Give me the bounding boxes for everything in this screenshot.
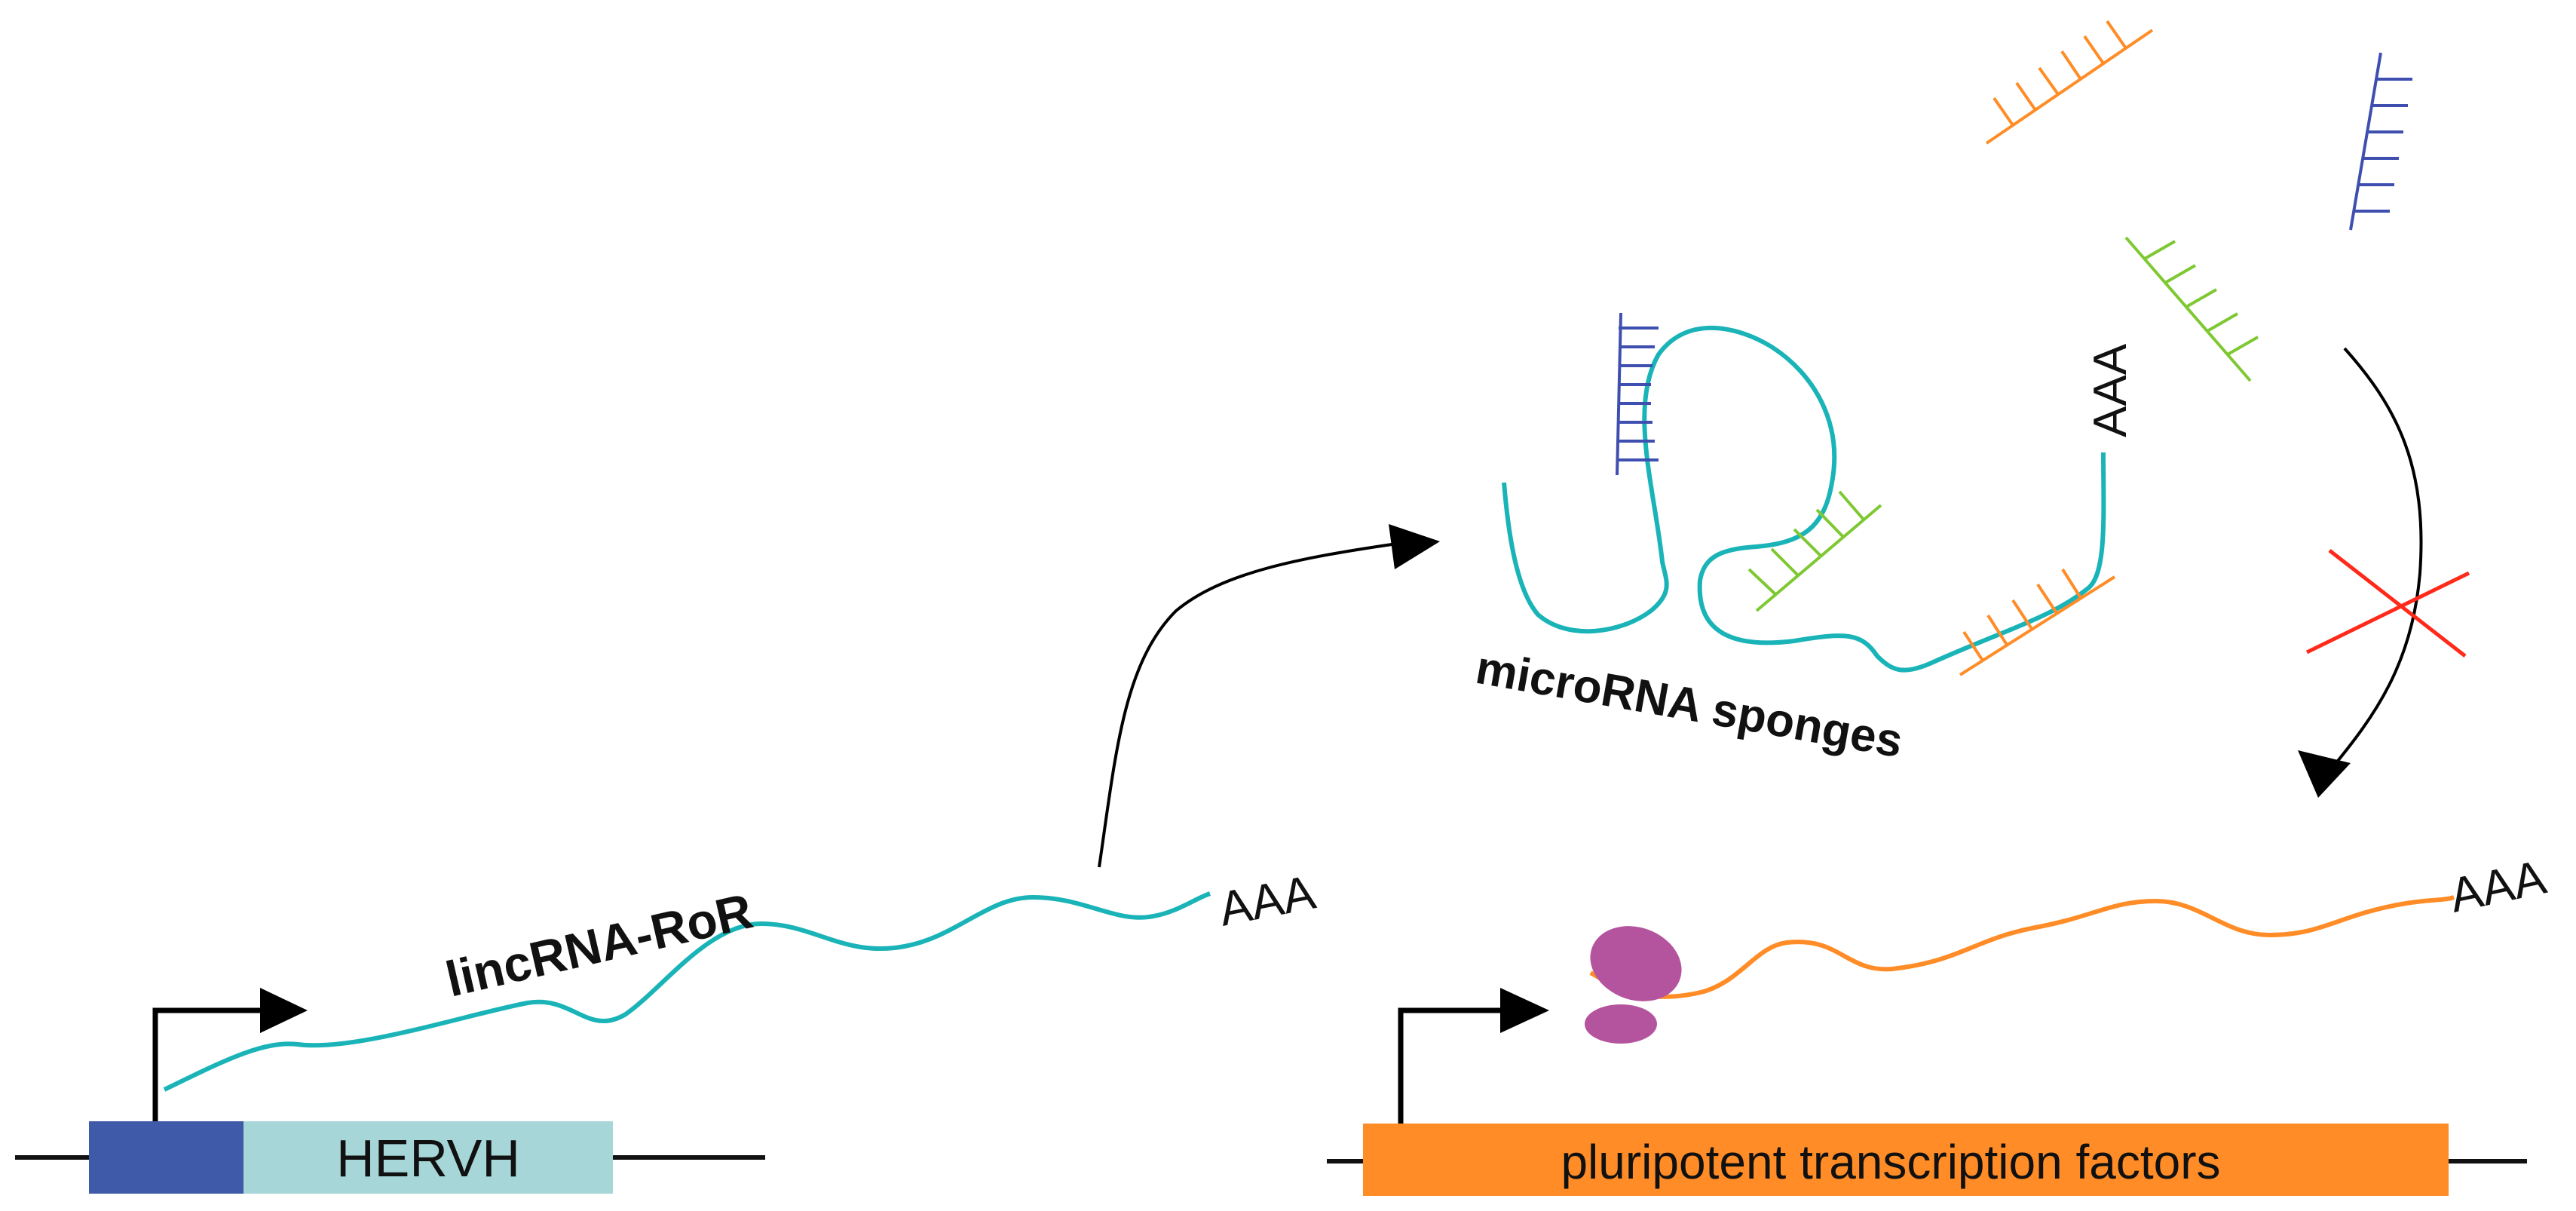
curved-arrow-head [1389,524,1440,569]
ribosome-icon [1585,926,1682,1044]
poly-a-right: AAA [2445,850,2551,923]
free-mirna-orange [1985,20,2154,145]
bound-mirna-orange [1959,568,2116,676]
free-mirna-blue [2349,52,2412,231]
poly-a-left: AAA [1214,865,1320,937]
right-gene: pluripotent transcription factors [1327,988,2527,1196]
free-mirna-green [2124,236,2259,382]
poly-a-sponge: AAA [2084,343,2136,437]
blocked-arrow [2329,347,2423,771]
tf-gene-block [1363,1124,2449,1196]
sponge-label: microRNA sponges [1472,642,1907,768]
right-tss-arrowhead [1500,988,1549,1033]
lincrna-transcript [163,891,1211,1092]
bound-mirna-green [1747,490,1882,612]
promoter-block [89,1121,244,1194]
blocked-arrow-head [2298,750,2351,798]
hervh-label: HERVH [336,1129,520,1188]
left-tss-arrowhead [260,988,308,1033]
hervh-block [244,1121,613,1194]
red-x-icon [2305,549,2470,658]
left-gene: HERVH [15,988,765,1194]
right-tss-arrow-line [1398,1007,1504,1124]
curved-arrow-to-sponges [1098,541,1403,868]
left-tss-arrow-line [152,1007,264,1121]
bound-mirna-blue [1616,312,1659,476]
sponge-lincrna [1502,326,2106,673]
tf-gene-label: pluripotent transcription factors [1561,1135,2220,1189]
tf-mrna-transcript [1589,895,2455,999]
lincrna-label: lincRNA-RoR [441,882,758,1007]
